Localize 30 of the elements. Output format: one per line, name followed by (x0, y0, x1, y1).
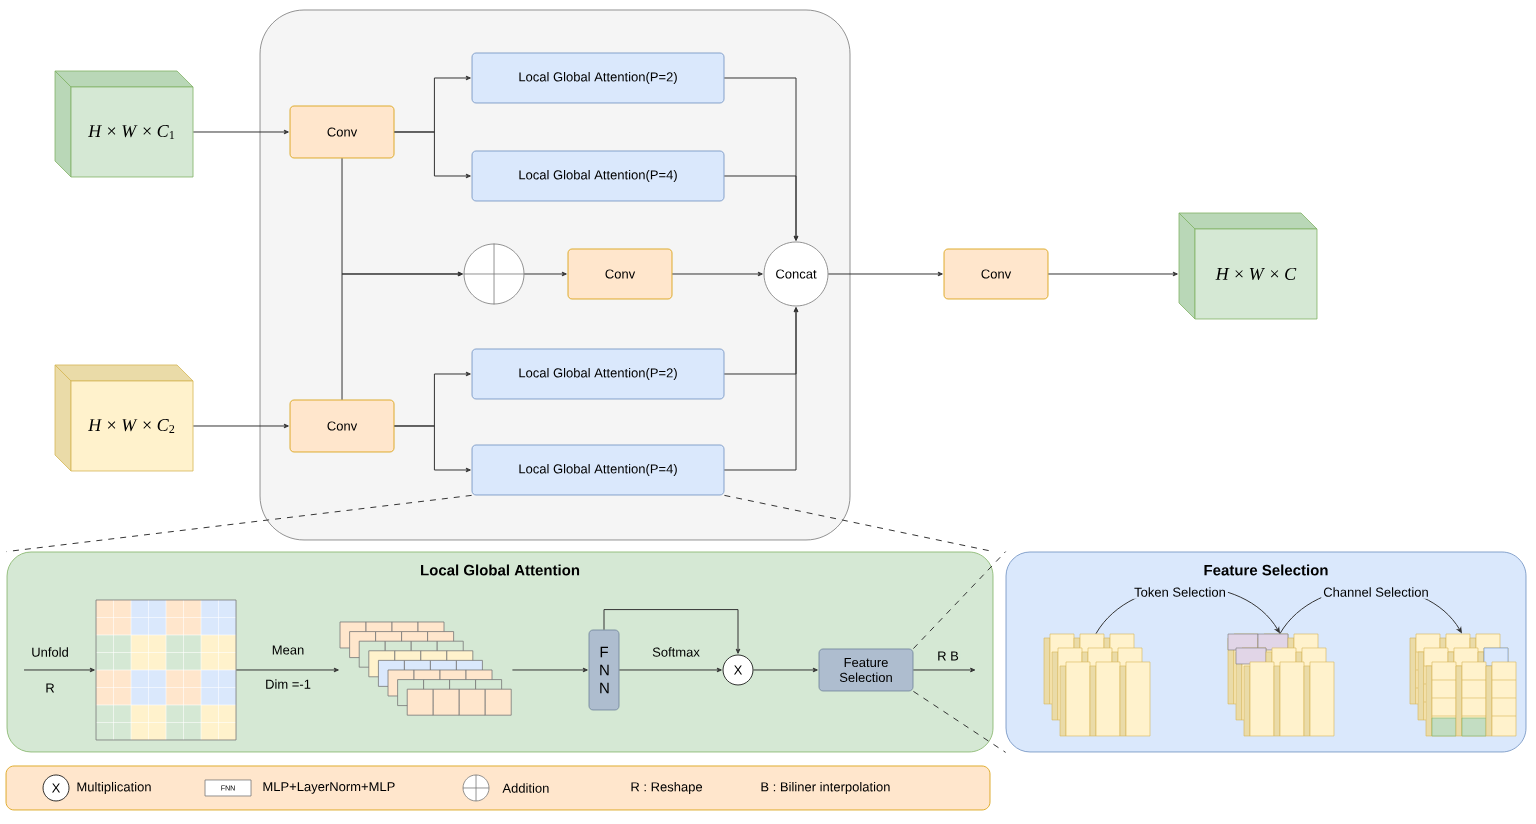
arrow (827, 271, 943, 277)
token-blocks-drawing (1409, 633, 1517, 737)
arrow (341, 271, 463, 401)
zoom-line (6, 494, 473, 553)
tensor-cube: H × W × C$_{1}$ (54, 70, 194, 178)
tensor-cube: H × W × C$_{2}$ (54, 364, 194, 472)
arrow (235, 667, 339, 673)
zoom-line (912, 551, 1007, 650)
arrow (1047, 271, 1178, 277)
arrow (618, 667, 722, 673)
arrow (671, 271, 763, 277)
zoom-line (723, 494, 994, 553)
arrow (393, 131, 471, 179)
token-blocks-drawing (1043, 633, 1151, 737)
arrow (23, 667, 95, 673)
arrow (603, 609, 741, 654)
feature-stack-drawing (339, 621, 512, 716)
arrow (393, 425, 471, 473)
arrow (511, 667, 588, 673)
arrow (192, 129, 289, 135)
arrow (523, 271, 567, 277)
arrow (752, 667, 818, 673)
tensor-cube: H × W × C (1178, 212, 1318, 320)
matrix-grid (95, 599, 237, 741)
addition-circle (463, 243, 525, 305)
token-blocks-drawing (1227, 633, 1335, 737)
arrow (723, 175, 799, 241)
arrow (723, 307, 799, 471)
arrow (912, 667, 976, 673)
arrow (192, 423, 289, 429)
